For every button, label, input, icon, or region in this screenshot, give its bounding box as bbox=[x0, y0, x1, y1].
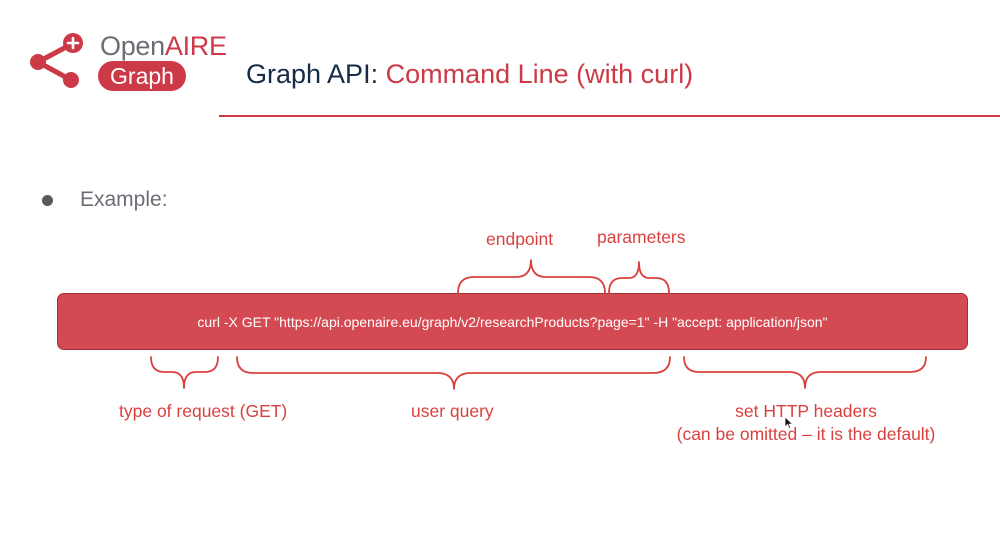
title-underline bbox=[219, 115, 1000, 117]
bullet-dot bbox=[42, 195, 53, 206]
headers-brace bbox=[683, 356, 927, 389]
headers-label-line1: set HTTP headers bbox=[735, 401, 877, 421]
headers-label-line2: (can be omitted – it is the default) bbox=[676, 424, 936, 444]
user-query-label: user query bbox=[411, 401, 494, 421]
parameters-brace bbox=[608, 261, 670, 294]
title-prefix: Graph API: bbox=[246, 59, 386, 89]
logo-aire-text: AIRE bbox=[164, 31, 227, 61]
mouse-cursor-icon bbox=[784, 416, 794, 430]
parameters-label: parameters bbox=[597, 227, 686, 247]
title-accent: Command Line (with curl) bbox=[385, 59, 694, 89]
logo-wordmark: OpenAIRE bbox=[100, 31, 227, 61]
bullet-example-text: Example: bbox=[80, 188, 168, 211]
headers-label: set HTTP headers (can be omitted – it is… bbox=[660, 400, 952, 446]
curl-command-text: curl -X GET "https://api.openaire.eu/gra… bbox=[197, 313, 828, 330]
endpoint-label: endpoint bbox=[486, 229, 554, 249]
logo-open-text: Open bbox=[100, 31, 165, 61]
slide-title: Graph API: Command Line (with curl) bbox=[246, 56, 693, 92]
logo-graph-pill: Graph bbox=[98, 61, 186, 91]
openaire-graph-logo-icon bbox=[30, 33, 83, 88]
user-query-brace bbox=[236, 356, 671, 390]
request-type-label: type of request (GET) bbox=[119, 401, 288, 421]
curl-command-box: curl -X GET "https://api.openaire.eu/gra… bbox=[57, 293, 968, 350]
endpoint-brace bbox=[457, 259, 606, 294]
request-type-brace bbox=[150, 356, 219, 389]
